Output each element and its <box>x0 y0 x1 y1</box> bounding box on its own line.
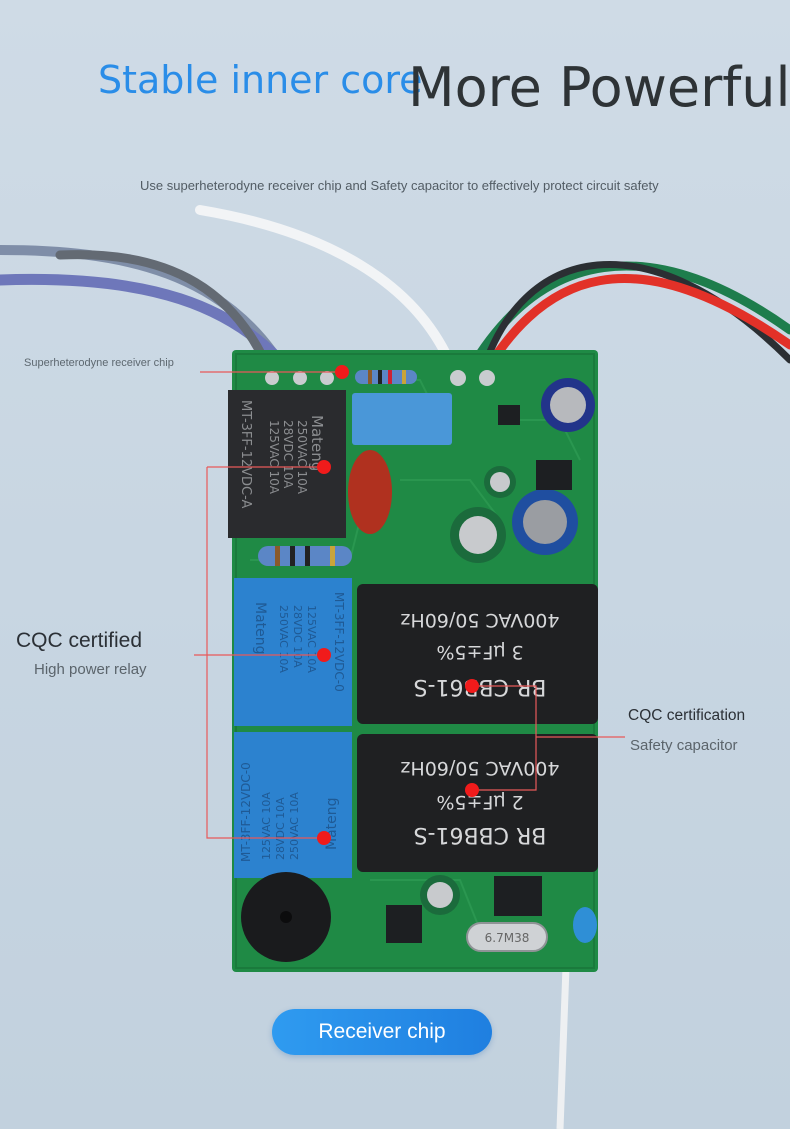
cap2-value-text: 2 μF±5% <box>436 791 523 813</box>
relay-callout-sub: High power relay <box>34 661 147 678</box>
relay3-spec-1: 125VAC 10A <box>260 792 273 860</box>
red-dot-marker <box>317 831 331 845</box>
relay3-model-text: MT-3FF-12VDC-0 <box>239 762 253 862</box>
cap1-rating-text: 400VAC 50/60Hz <box>400 609 559 631</box>
red-dot-marker <box>317 648 331 662</box>
receiver-chip-button[interactable]: Receiver chip <box>272 1009 492 1055</box>
relay3-spec-2: 28VDC 10A <box>274 797 287 860</box>
relay-callout-title: CQC certified <box>16 629 143 652</box>
capacitor-callout-sub: Safety capacitor <box>630 737 738 754</box>
cap2-model-text: BR CBB61-S <box>414 822 547 847</box>
red-dot-marker <box>465 783 479 797</box>
relay1-brand-text: Mateng <box>308 415 326 471</box>
headline-title: More Powerful <box>408 56 790 119</box>
cap2-rating-text: 400VAC 50/60Hz <box>400 757 559 779</box>
chip-callout-label: Superheterodyne receiver chip <box>24 357 174 369</box>
relay2-spec-3: 125VAC 10A <box>305 605 318 673</box>
relay1-spec-1: 125VAC 10A <box>267 420 281 495</box>
cap1-value-text: 3 μF±5% <box>436 641 523 663</box>
red-dot-marker <box>317 460 331 474</box>
relay1-model-text: MT-3FF-12VDC-A <box>238 400 253 508</box>
capacitor-callout-title: CQC certification <box>628 707 746 724</box>
relay2-spec-2: 28VDC 10A <box>291 605 304 668</box>
crystal-text: 6.7M38 <box>485 931 530 945</box>
tagline-title: Stable inner core <box>98 58 423 102</box>
relay1-spec-2: 28VDC 10A <box>281 420 295 489</box>
red-dot-marker <box>335 365 349 379</box>
relay2-spec-1: 250VAC 10A <box>277 605 290 673</box>
red-dot-marker <box>465 679 479 693</box>
relay2-brand-text: Mateng <box>252 602 268 655</box>
subtitle-text: Use superheterodyne receiver chip and Sa… <box>140 178 659 193</box>
relay1-spec-3: 250VAC 10A <box>295 420 309 495</box>
relay2-model-text: MT-3FF-12VDC-0 <box>332 592 346 692</box>
relay3-spec-3: 250VAC 10A <box>288 792 301 860</box>
